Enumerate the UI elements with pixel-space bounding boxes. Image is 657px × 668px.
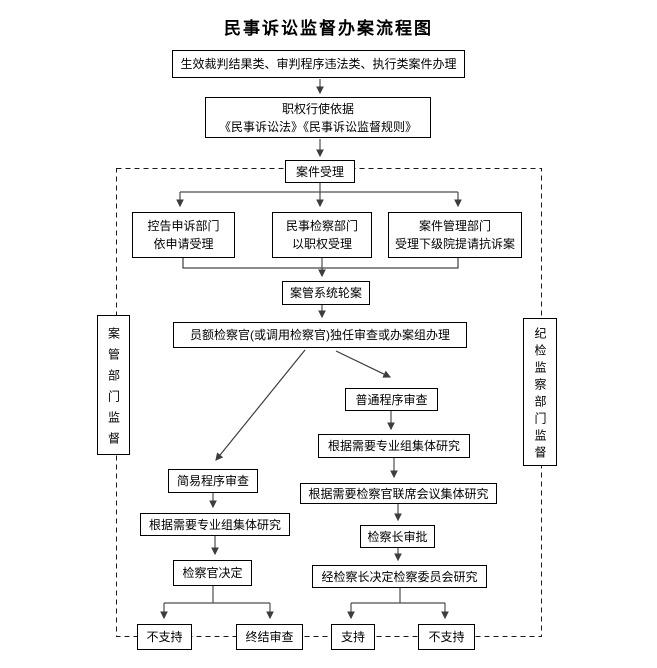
flow-node-complaint-dept: 控告申诉部门 依申请受理 [132,212,235,258]
flow-node-joint-meeting-study: 根据需要检察官联席会议集体研究 [300,483,497,504]
flow-node-not-support-left: 不支持 [137,624,192,650]
flow-node-not-support-right: 不支持 [418,624,475,650]
flow-node-prosecutor-decision: 检察官决定 [173,560,252,586]
flow-node-legal-basis: 职权行使依据 《民事诉讼法》《民事诉讼监督规则》 [205,97,431,138]
flow-node-line: 职权行使依据 [281,101,354,116]
flow-node-ordinary-group-study: 根据需要专业组集体研究 [318,434,470,458]
flow-node-prosecutor-handling: 员额检察官(或调用检察官)独任审查或办案组办理 [173,322,467,348]
flow-node-terminate-review: 终结审查 [236,624,303,650]
page-title: 民事诉讼监督办案流程图 [224,19,433,38]
flow-node-simple-procedure: 简易程序审查 [168,469,258,493]
flow-node-line: 控告申诉部门 [147,219,220,233]
flow-node-line: 案件管理部门 [418,219,491,233]
flow-node-line: 依申请受理 [153,237,214,251]
flow-node-line: 民事检察部门 [285,219,358,233]
flow-node-simple-group-study: 根据需要专业组集体研究 [140,513,290,536]
flow-node-civil-dept: 民事检察部门 以职权受理 [272,212,372,258]
flow-node-support: 支持 [331,624,375,650]
flow-node-case-acceptance: 案件受理 [285,160,355,183]
flow-node-case-types: 生效裁判结果类、审判程序违法类、执行类案件办理 [172,50,465,78]
flow-node-ordinary-procedure: 普通程序审查 [345,388,438,411]
flow-node-chief-approval: 检察长审批 [360,525,435,548]
flow-node-line: 以职权受理 [291,237,352,251]
flow-node-case-rotation: 案管系统轮案 [282,281,370,305]
flow-node-line: 《民事诉讼法》《民事诉讼监督规则》 [218,119,417,134]
flow-node-case-mgmt-supervision: 案管部门监督 [97,315,130,455]
flow-node-committee-study: 经检察长决定检察委员会研究 [312,565,487,588]
flow-node-case-mgmt-dept: 案件管理部门 受理下级院提请抗诉案 [388,212,522,258]
flow-node-line: 受理下级院提请抗诉案 [394,237,515,251]
flow-node-discipline-supervision: 纪检监察部门监督 [523,318,557,466]
